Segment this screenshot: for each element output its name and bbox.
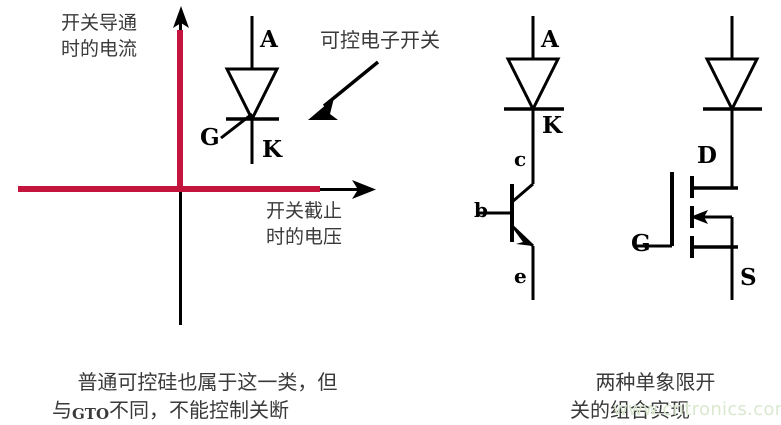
- y-axis-arrowhead: [173, 6, 189, 28]
- x-axis-arrowhead: [352, 180, 376, 199]
- bjt-circuit-group: A K c b e: [474, 14, 620, 304]
- bjt-base-label: b: [474, 198, 488, 222]
- left-caption-gto: GTO: [72, 405, 110, 423]
- off-state-voltage-highlight: [18, 186, 320, 192]
- callout-label: 可控电子开关: [320, 28, 440, 52]
- arrow-down-left-icon: [308, 60, 380, 120]
- left-caption-line1: 普通可控硅也属于这一类，但: [77, 370, 338, 394]
- thyristor-scr-icon: [220, 16, 280, 164]
- x-axis-label-line1: 开关截止: [266, 200, 343, 222]
- right-caption-line1: 两种单象限开: [595, 370, 716, 394]
- thyristor-symbol-group: A K G: [200, 14, 310, 174]
- left-caption-line2-prefix: 与: [52, 398, 72, 422]
- quadrant-plot-group: 开关导通时的电流 开关截止时的电压: [0, 0, 400, 330]
- y-axis-label-line1: 开关导通: [61, 12, 138, 34]
- bjt-anode-label: A: [541, 26, 559, 53]
- y-axis-label-line2: 时的电流: [61, 38, 138, 60]
- thyristor-gate-label: G: [200, 124, 220, 151]
- left-caption-line2-suffix: 不同，不能控制关断: [109, 398, 290, 422]
- y-axis-label: 开关导通时的电流: [61, 10, 137, 62]
- left-caption: 普通可控硅也属于这一类，但与GTO不同，不能控制关断: [52, 340, 337, 425]
- diode-mosfet-series-icon: [636, 16, 762, 300]
- x-axis-label: 开关截止时的电压: [266, 198, 342, 250]
- thyristor-cathode-label: K: [262, 136, 282, 163]
- mosfet-source-label: S: [740, 264, 757, 291]
- thyristor-anode-label: A: [260, 26, 278, 53]
- right-caption-line2: 关的组合实现: [570, 398, 690, 422]
- site-watermark: www.cntronics.com: [613, 399, 781, 420]
- mosfet-drain-label: D: [697, 142, 717, 169]
- mosfet-circuit-group: D G S: [631, 14, 780, 304]
- bjt-emitter-label: e: [514, 264, 527, 288]
- bjt-collector-label: c: [514, 147, 527, 171]
- right-caption: 两种单象限开关的组合实现: [570, 340, 715, 425]
- mosfet-gate-label: G: [631, 230, 651, 257]
- x-axis-label-line2: 时的电压: [266, 226, 343, 248]
- diode-bjt-series-icon: [476, 16, 564, 300]
- on-state-current-highlight: [177, 30, 183, 190]
- bjt-cathode-label: K: [542, 112, 562, 139]
